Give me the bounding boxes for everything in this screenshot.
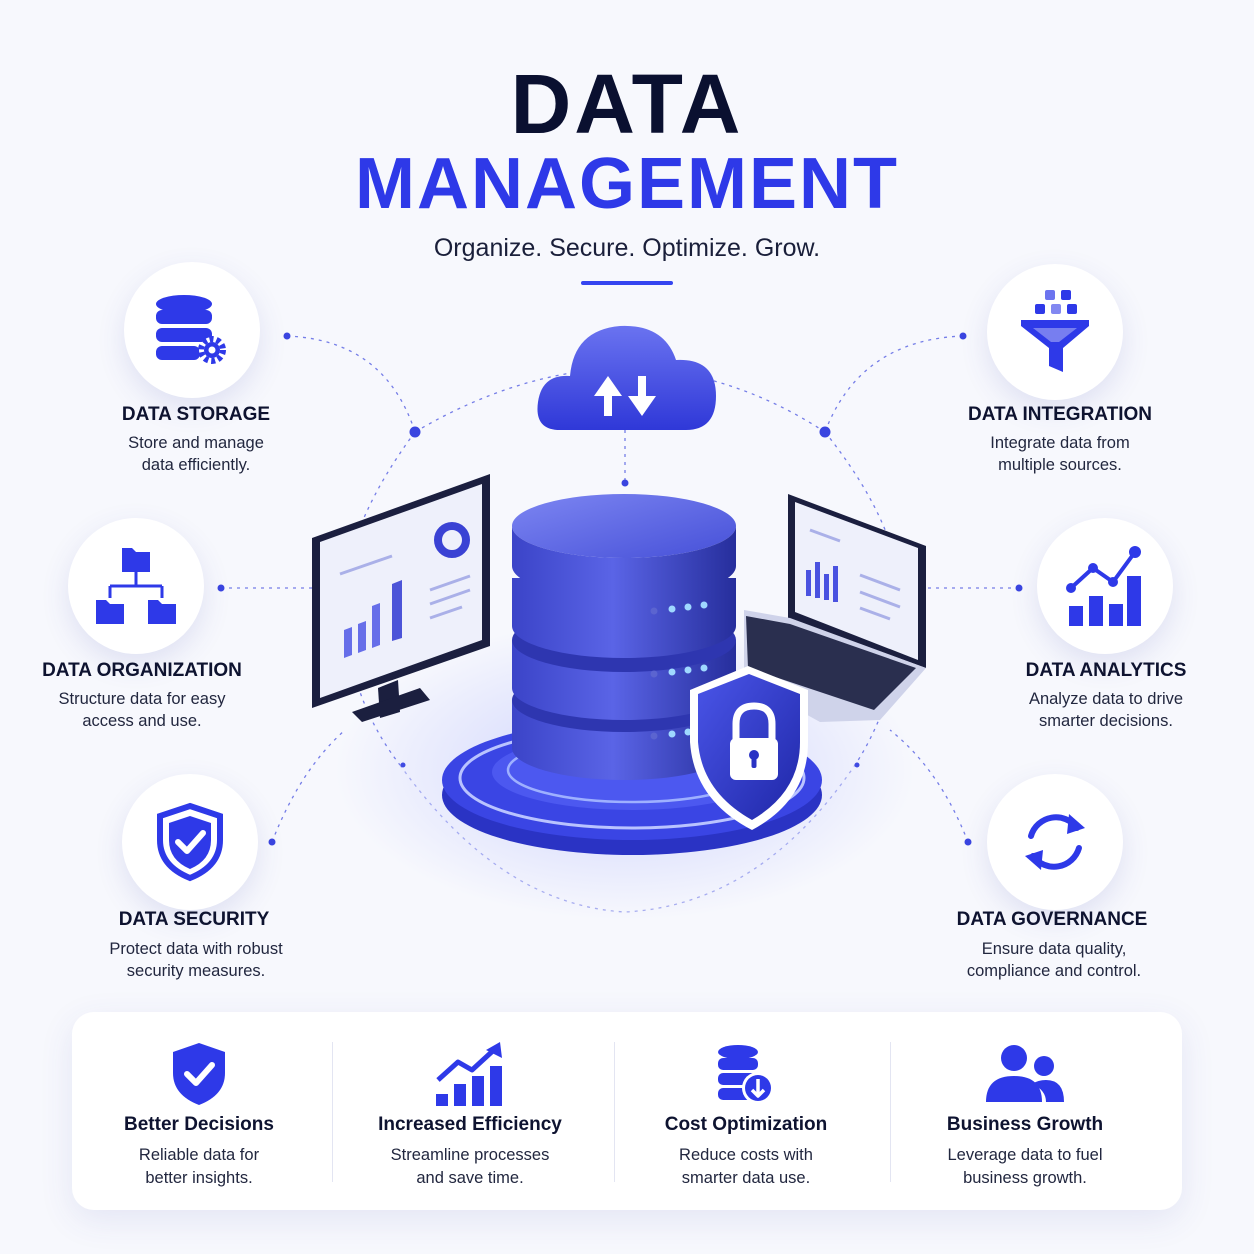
data-organization-desc-line1: Structure data for easy xyxy=(58,690,226,708)
data-analytics-icon-circle xyxy=(1037,518,1173,654)
data-analytics-desc-line1: Analyze data to drive xyxy=(1028,690,1184,708)
benefit-desc-line2: better insights. xyxy=(145,1169,253,1187)
data-integration-desc-line1: Integrate data from xyxy=(990,434,1130,452)
benefit-business-growth: Business Growth Leverage data to fuel bu… xyxy=(890,1012,1160,1210)
growth-chart-icon xyxy=(436,1042,502,1106)
benefit-desc-line2: smarter data use. xyxy=(681,1169,811,1187)
benefit-title: Cost Optimization xyxy=(664,1114,828,1135)
bar-chart-trend-icon xyxy=(1066,546,1141,626)
benefit-desc-line2: business growth. xyxy=(963,1169,1087,1187)
benefit-desc-line1: Reliable data for xyxy=(138,1146,260,1164)
benefits-divider xyxy=(890,1042,891,1182)
data-integration-desc-line2: multiple sources. xyxy=(998,456,1122,474)
benefit-title: Increased Efficiency xyxy=(378,1114,562,1135)
data-storage-icon-circle xyxy=(124,262,260,398)
data-analytics-title: DATA ANALYTICS xyxy=(1025,660,1187,681)
funnel-icon xyxy=(1021,290,1089,372)
data-security-desc-line2: security measures. xyxy=(126,962,266,980)
benefits-panel: Better Decisions Reliable data for bette… xyxy=(72,1012,1182,1210)
benefit-title: Business Growth xyxy=(946,1114,1104,1135)
database-download-icon xyxy=(718,1045,774,1104)
benefit-better-decisions: Better Decisions Reliable data for bette… xyxy=(64,1012,334,1210)
data-analytics-desc-line2: smarter decisions. xyxy=(1039,712,1173,730)
users-icon xyxy=(986,1045,1064,1102)
tagline: Organize. Secure. Optimize. Grow. xyxy=(433,234,821,262)
benefit-title: Better Decisions xyxy=(124,1114,274,1135)
data-storage-desc-line2: data efficiently. xyxy=(141,456,251,474)
data-organization-title: DATA ORGANIZATION xyxy=(42,660,242,681)
data-governance-title: DATA GOVERNANCE xyxy=(956,909,1148,930)
data-governance-desc-line1: Ensure data quality, xyxy=(981,940,1127,958)
benefit-increased-efficiency: Increased Efficiency Streamline processe… xyxy=(335,1012,605,1210)
data-organization-icon-circle xyxy=(68,518,204,654)
benefit-desc-line1: Leverage data to fuel xyxy=(947,1146,1103,1164)
data-integration-title: DATA INTEGRATION xyxy=(968,404,1152,425)
data-security-icon-circle xyxy=(122,774,258,910)
benefits-divider xyxy=(332,1042,333,1182)
data-governance-desc-line2: compliance and control. xyxy=(966,962,1142,980)
data-governance-icon-circle xyxy=(987,774,1123,910)
data-storage-desc-line1: Store and manage xyxy=(128,434,264,452)
central-illustration xyxy=(217,325,1023,920)
benefit-cost-optimization: Cost Optimization Reduce costs with smar… xyxy=(611,1012,881,1210)
benefit-desc-line2: and save time. xyxy=(416,1169,524,1187)
benefits-divider xyxy=(614,1042,615,1182)
benefit-desc-line1: Streamline processes xyxy=(390,1146,550,1164)
data-security-title: DATA SECURITY xyxy=(118,909,270,930)
benefit-desc-line1: Reduce costs with xyxy=(679,1146,813,1164)
database-gear-icon xyxy=(156,295,226,364)
page-title-line2: MANAGEMENT xyxy=(355,144,899,224)
title-underline xyxy=(581,281,673,285)
data-security-desc-line1: Protect data with robust xyxy=(109,940,283,958)
shield-check-icon xyxy=(173,1043,225,1105)
shield-check-icon xyxy=(157,802,223,882)
folder-hierarchy-icon xyxy=(96,548,176,624)
data-storage-title: DATA STORAGE xyxy=(121,404,271,425)
sync-arrows-icon xyxy=(1025,814,1085,870)
page-title-line1: DATA xyxy=(510,57,744,151)
data-organization-desc-line2: access and use. xyxy=(82,712,202,730)
data-integration-icon-circle xyxy=(987,264,1123,400)
